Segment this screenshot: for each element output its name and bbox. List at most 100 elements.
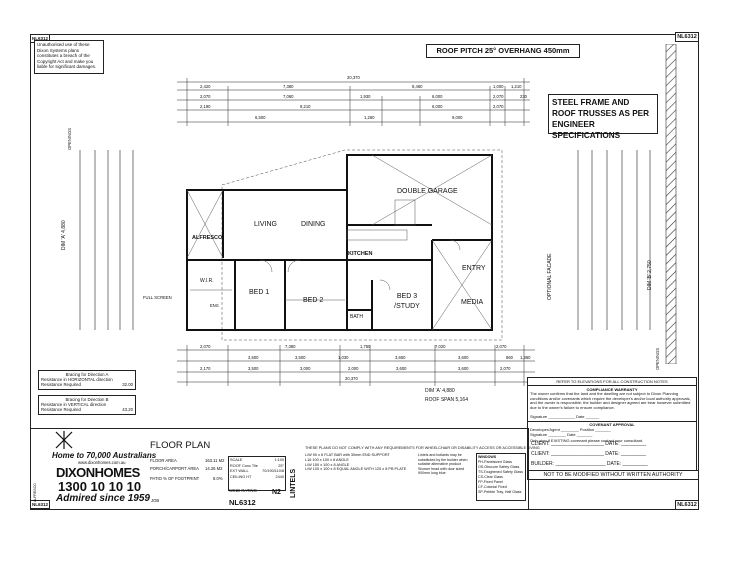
sheet-code-bottom: NL6312 xyxy=(675,500,699,510)
room-wir: W.I.R. xyxy=(200,278,214,284)
developer-label: Developer/Agent xyxy=(530,427,560,432)
dim-bottom: 3,500 xyxy=(248,355,259,360)
window-item: OS-Obscure Safety Glass xyxy=(478,465,520,469)
date-label: DATE: xyxy=(605,451,620,457)
compliance-block: REFER TO ELEVATIONS FOR ALL CONSTRUCTION… xyxy=(527,377,697,477)
roof-span: ROOF SPAN 5,164 xyxy=(425,397,468,403)
dim-a: DIM 'A' 4,880 xyxy=(425,388,455,394)
plan-title: FLOOR PLAN xyxy=(150,440,211,451)
brand-phone: 1300 10 10 10 xyxy=(58,479,142,494)
openings-right: OPENINGS xyxy=(655,347,660,370)
brand-name: DIXONHOMES xyxy=(56,465,140,480)
plan-spec-box: SCALE 1:100 ROOF Conc Tile 25° EXT WALL … xyxy=(228,456,286,491)
bracing-a-line1: Resistance in HORIZONTAL direction xyxy=(41,377,113,382)
dim-bottom: 2,170 xyxy=(200,366,211,371)
dim-bottom: 7,380 xyxy=(285,344,296,349)
copyright-notice: Unauthorised use of these Dixon Systems … xyxy=(34,40,104,74)
title-block xyxy=(30,428,529,510)
lintel-list: L/W 90 x 6 FLAT BAR with 30mm END SUPPOR… xyxy=(305,453,417,472)
compliance-disclaimer: Only sign if EXISTING covenant please co… xyxy=(530,438,644,443)
dim-bottom: 3,650 xyxy=(395,355,406,360)
client-label: CLIENT: xyxy=(531,451,550,457)
window-legend-title: WINDOWS xyxy=(478,455,497,459)
dim-top: 1,000 xyxy=(493,84,504,89)
date-label: Date xyxy=(567,432,576,437)
wind-label: WIND RATING xyxy=(229,488,257,493)
window-item: TS-Toughened Safety Glass xyxy=(478,470,523,474)
compliance-body: The owner confirms that the land and the… xyxy=(530,392,691,410)
hatched-strip xyxy=(665,44,677,364)
room-living: LIVING xyxy=(254,221,277,228)
dim-top: 2,070 xyxy=(200,94,211,99)
substitution-note: Shower head with door sized 900mm long b… xyxy=(418,466,465,476)
lintel-item: L/W 100 x 100 x 8 EQUAL ANGLE WITH 125 x… xyxy=(305,467,407,472)
dim-bottom: 2,070 xyxy=(496,344,507,349)
ceiling-value: 2440 xyxy=(275,474,284,479)
date-label: Date xyxy=(576,414,585,419)
openings-left: OPENINGS xyxy=(67,127,72,150)
dim-bottom: 2,000 xyxy=(348,366,359,371)
dim-bottom: 2,070 xyxy=(200,344,211,349)
covenant-title: COVENANT APPROVAL xyxy=(528,421,696,427)
dim-bottom: 7,020 xyxy=(435,344,446,349)
dim-top: 6,000 xyxy=(432,104,443,109)
dim-top: 9,210 xyxy=(300,104,311,109)
bracing-a-title: Bracing for Direction A xyxy=(65,372,109,377)
dim-top: 9,000 xyxy=(452,115,463,120)
dim-top: 8,460 xyxy=(412,84,423,89)
signature-label: Signature xyxy=(530,414,548,419)
floor-area-value: 163.11 M2 xyxy=(205,458,225,463)
compliance-title: COMPLIANCE WARRANTY xyxy=(586,387,638,392)
scale-value: 1:100 xyxy=(274,458,284,462)
floor-area-label: FLOOR AREA xyxy=(150,458,177,463)
dim-top: 1,930 xyxy=(360,94,371,99)
compliance-header: REFER TO ELEVATIONS FOR ALL CONSTRUCTION… xyxy=(528,378,696,386)
room-entry: ENTRY xyxy=(462,265,486,272)
substitution-notes: Lintels and bollards may be substituted … xyxy=(418,453,474,476)
porch-value: 14.26 M2 xyxy=(205,466,223,471)
steel-frame-note: STEEL FRAME AND ROOF TRUSSES AS PER ENGI… xyxy=(548,94,658,140)
compliance-sign-line: Signature ____________ Date ______ xyxy=(530,414,599,419)
position-label: Position xyxy=(579,427,595,432)
client-line-2: CLIENT: ___________________ DATE: ______… xyxy=(531,451,647,457)
scale-label: SCALE xyxy=(230,458,243,462)
builder-line: BUILDER: __________________ DATE: ______… xyxy=(531,461,648,467)
lintel-item: L/W 150 x 100 x 8 ANGLE xyxy=(305,462,350,467)
bracing-a-box: Bracing for Direction A Resistance in HO… xyxy=(38,370,136,390)
brand-tagline: Home to 70,000 Australians xyxy=(52,451,157,460)
date-label: DATE: xyxy=(606,461,622,467)
brand-side: ALFRESCO xyxy=(33,483,37,502)
brand-website: www.dixonhomes.com.au xyxy=(78,460,126,465)
dim-bottom: 1,750 xyxy=(360,344,371,349)
floor-plan-drawing xyxy=(79,78,651,386)
lintels-label: LINTELS xyxy=(290,468,297,498)
brand-since: Admired since 1959 xyxy=(56,493,150,504)
bracing-b-line2: Resistance Required xyxy=(41,407,81,412)
bracing-b-line1: Resistance in VERTICAL direction xyxy=(41,402,107,407)
full-screen-note: FULL SCREEN xyxy=(143,295,172,300)
room-ens: ENS xyxy=(210,303,219,308)
roof-pitch-value: 25° xyxy=(278,463,284,468)
room-bed2: BED 2 xyxy=(303,297,324,304)
access-header: THESE PLANS DO NOT COMPLY WITH ANY REQUI… xyxy=(305,446,540,450)
dim-top: 1,210 xyxy=(511,84,522,89)
bracing-a-line2: Resistance Required xyxy=(41,382,81,387)
dixon-logo-icon xyxy=(55,431,73,449)
porch-label: PORCH/CARPORT AREA xyxy=(150,466,199,471)
dim-bottom: 1,030 xyxy=(338,355,349,360)
signature-label: Signature xyxy=(530,432,548,437)
room-bed3: BED 3 /STUDY xyxy=(394,293,420,310)
room-double-garage: DOUBLE GARAGE xyxy=(397,188,458,195)
room-kitchen: KITCHEN xyxy=(348,251,373,257)
dim-bottom: 3,600 xyxy=(396,366,407,371)
dim-top: 2,070 xyxy=(493,94,504,99)
brand-side-strip: ALFRESCO xyxy=(33,430,43,506)
client-label: CLIENT: xyxy=(531,441,550,447)
dim-top: 6,500 xyxy=(255,115,266,120)
window-item: PH-Panelsized Glass xyxy=(478,460,512,464)
dim-top-total: 20,370 xyxy=(347,75,360,80)
dim-bottom: 2,070 xyxy=(500,366,511,371)
dim-bottom: 3,500 xyxy=(295,355,306,360)
roof-label: ROOF xyxy=(230,463,241,468)
dim-top: 1,260 xyxy=(364,115,375,120)
